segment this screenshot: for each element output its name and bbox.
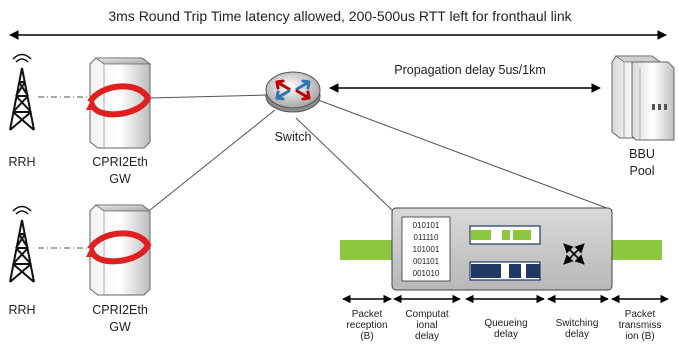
antenna-tower-icon bbox=[9, 205, 35, 283]
server-rack-icon bbox=[611, 55, 675, 141]
bbu-label-line1: BBU bbox=[629, 147, 655, 161]
bbu-label-line2: Pool bbox=[629, 164, 655, 178]
bit-row: 001010 bbox=[412, 269, 440, 278]
latency-banner-text: 3ms Round Trip Time latency allowed, 200… bbox=[108, 8, 572, 24]
bit-row: 010101 bbox=[412, 221, 440, 230]
bit-row: 101001 bbox=[412, 245, 440, 254]
gw-top-label-line2: GW bbox=[109, 172, 131, 186]
gateway-icon bbox=[86, 204, 152, 296]
link-switch-to-panel-left bbox=[295, 117, 393, 211]
stage-queueing-delay: Queueing delay bbox=[484, 318, 528, 340]
rrh-bottom-label: RRH bbox=[8, 303, 36, 317]
switching-arrows-icon bbox=[563, 243, 585, 265]
switch-icon bbox=[265, 71, 321, 113]
switch-label: Switch bbox=[274, 130, 312, 144]
stage-switching-delay: Switching delay bbox=[555, 318, 599, 340]
link-gw-top-to-switch bbox=[149, 94, 269, 99]
gateway-icon bbox=[86, 57, 152, 149]
gw-top-label-line1: CPRI2Eth bbox=[92, 155, 148, 169]
bit-row: 001101 bbox=[412, 257, 440, 266]
stage-packet-transmission: Packet transmiss ion (B) bbox=[618, 309, 662, 342]
gw-bottom-label-line2: GW bbox=[109, 320, 131, 334]
gw-bottom-label-line1: CPRI2Eth bbox=[92, 303, 148, 317]
propagation-delay-text: Propagation delay 5us/1km bbox=[394, 63, 546, 77]
switch-internals-panel bbox=[340, 207, 662, 291]
bit-row: 011110 bbox=[413, 233, 439, 242]
stage-packet-reception: Packet reception (B) bbox=[346, 309, 388, 342]
rrh-top-label: RRH bbox=[8, 155, 36, 169]
antenna-tower-icon bbox=[9, 53, 35, 131]
link-switch-to-panel-right bbox=[317, 99, 613, 211]
bit-table-box bbox=[401, 216, 451, 282]
stage-computational-delay: Computat ional delay bbox=[405, 309, 449, 342]
link-gw-bottom-to-switch bbox=[149, 109, 276, 211]
